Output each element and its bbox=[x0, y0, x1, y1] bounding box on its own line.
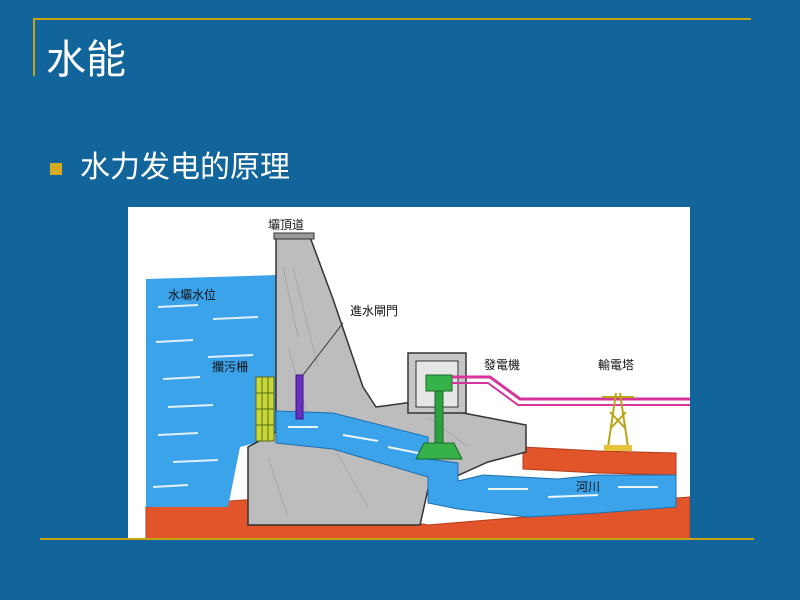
turbine-runner bbox=[415, 442, 463, 460]
power-line bbox=[452, 375, 690, 401]
hydropower-diagram: 壩頂道 水壩水位 進水閘門 攔污柵 發電機 輸電塔 河川 bbox=[128, 207, 690, 540]
power-line-2 bbox=[452, 382, 690, 406]
hydropower-illustration: 壩頂道 水壩水位 進水閘門 攔污柵 發電機 輸電塔 河川 bbox=[145, 218, 690, 540]
reservoir-ripples bbox=[152, 304, 259, 488]
river-bank bbox=[522, 446, 677, 476]
generator-rotor bbox=[425, 374, 453, 392]
bottom-accent-rule bbox=[40, 538, 754, 540]
label-river: 河川 bbox=[576, 480, 600, 494]
label-reservoir-level: 水壩水位 bbox=[168, 287, 216, 302]
penstock-ripples bbox=[288, 426, 658, 498]
trash-rack-bars bbox=[256, 377, 274, 441]
label-trash-rack: 攔污柵 bbox=[212, 359, 248, 374]
dam-crest-road bbox=[273, 232, 315, 240]
top-accent-rule bbox=[33, 18, 751, 20]
label-intake-gate: 進水閘門 bbox=[350, 304, 398, 318]
tower-base bbox=[604, 445, 632, 451]
label-transmission-tower: 輸電塔 bbox=[598, 357, 634, 372]
label-generator: 發電機 bbox=[484, 357, 520, 372]
intake-gate-pointer bbox=[302, 322, 344, 376]
bullet-text: 水力发电的原理 bbox=[80, 150, 290, 185]
reservoir-water bbox=[146, 275, 278, 507]
label-dam-crest: 壩頂道 bbox=[268, 218, 304, 232]
transmission-tower-shape bbox=[602, 392, 634, 448]
bullet-marker bbox=[50, 163, 62, 175]
left-accent-rule bbox=[33, 18, 35, 76]
slide-title: 水能 bbox=[46, 37, 126, 83]
intake-gate bbox=[295, 374, 304, 420]
